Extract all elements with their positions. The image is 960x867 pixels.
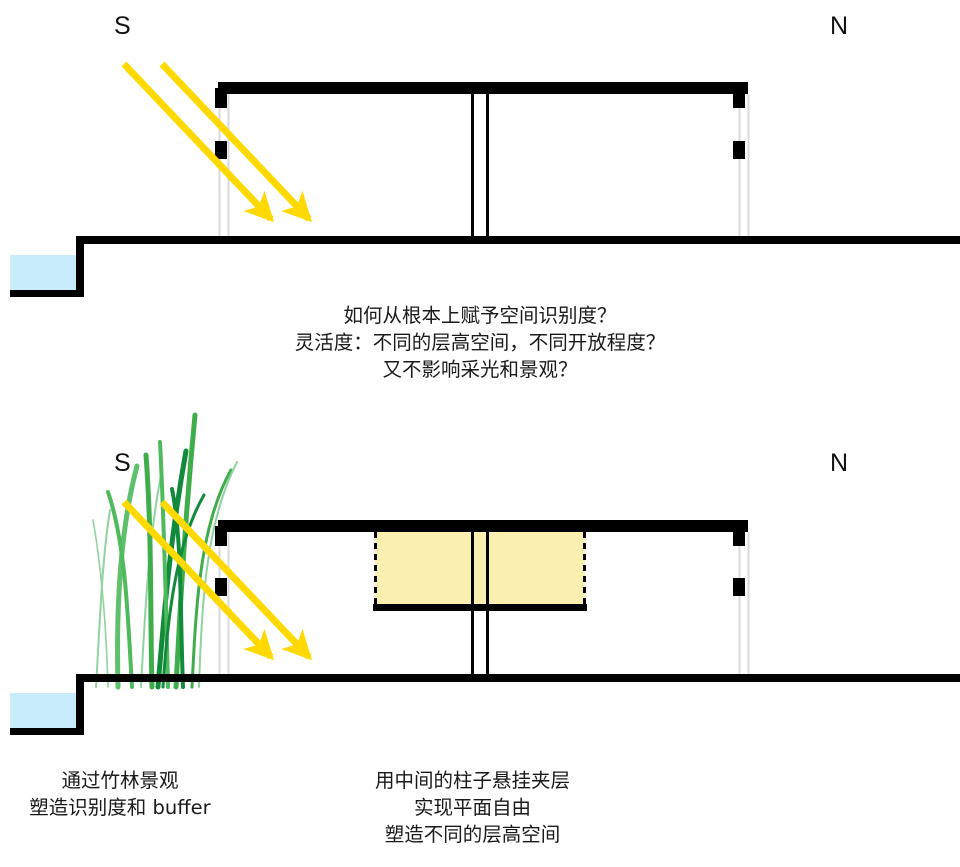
bottom-roof-slab	[218, 520, 748, 532]
caption-mezzanine-line-3: 塑造不同的层高空间	[384, 823, 561, 846]
center-question-line-1: 如何从根本上赋予空间识别度？	[343, 304, 617, 327]
compass-label-south-top: S	[114, 12, 131, 40]
center-question-text: 如何从根本上赋予空间识别度？ 灵活度：不同的层高空间，不同开放程度？ 又不影响采…	[0, 302, 960, 383]
caption-bamboo: 通过竹林景观 塑造识别度和 buffer	[0, 767, 240, 821]
center-question-line-3: 又不影响采光和景观？	[382, 358, 578, 381]
top-ground-line	[10, 236, 960, 297]
center-question-line-2: 灵活度：不同的层高空间，不同开放程度？	[294, 331, 666, 354]
caption-mezzanine: 用中间的柱子悬挂夹层 实现平面自由 塑造不同的层高空间	[350, 767, 595, 848]
top-sun-rays	[121, 61, 313, 223]
bottom-water-pool	[10, 693, 76, 728]
bottom-right-glass-wall	[733, 526, 750, 680]
caption-bamboo-line-1: 通过竹林景观	[61, 769, 179, 792]
top-right-glass-wall	[733, 88, 750, 242]
bottom-ground-line	[10, 674, 960, 735]
compass-label-north-top: N	[830, 12, 849, 40]
caption-bamboo-line-2: 塑造识别度和 buffer	[29, 796, 211, 819]
bottom-center-column	[471, 530, 489, 682]
mezzanine-slab	[373, 532, 587, 611]
bamboo-grove	[92, 412, 238, 690]
caption-mezzanine-line-1: 用中间的柱子悬挂夹层	[374, 769, 570, 792]
top-section-group	[10, 61, 960, 297]
top-center-column	[471, 92, 489, 244]
top-roof-slab	[218, 82, 748, 94]
compass-label-north-bottom: N	[830, 449, 849, 477]
caption-mezzanine-line-2: 实现平面自由	[413, 796, 531, 819]
bottom-section-group	[10, 412, 960, 735]
compass-label-south-bottom: S	[114, 449, 131, 477]
top-water-pool	[10, 255, 76, 290]
bottom-sun-rays	[121, 499, 313, 661]
